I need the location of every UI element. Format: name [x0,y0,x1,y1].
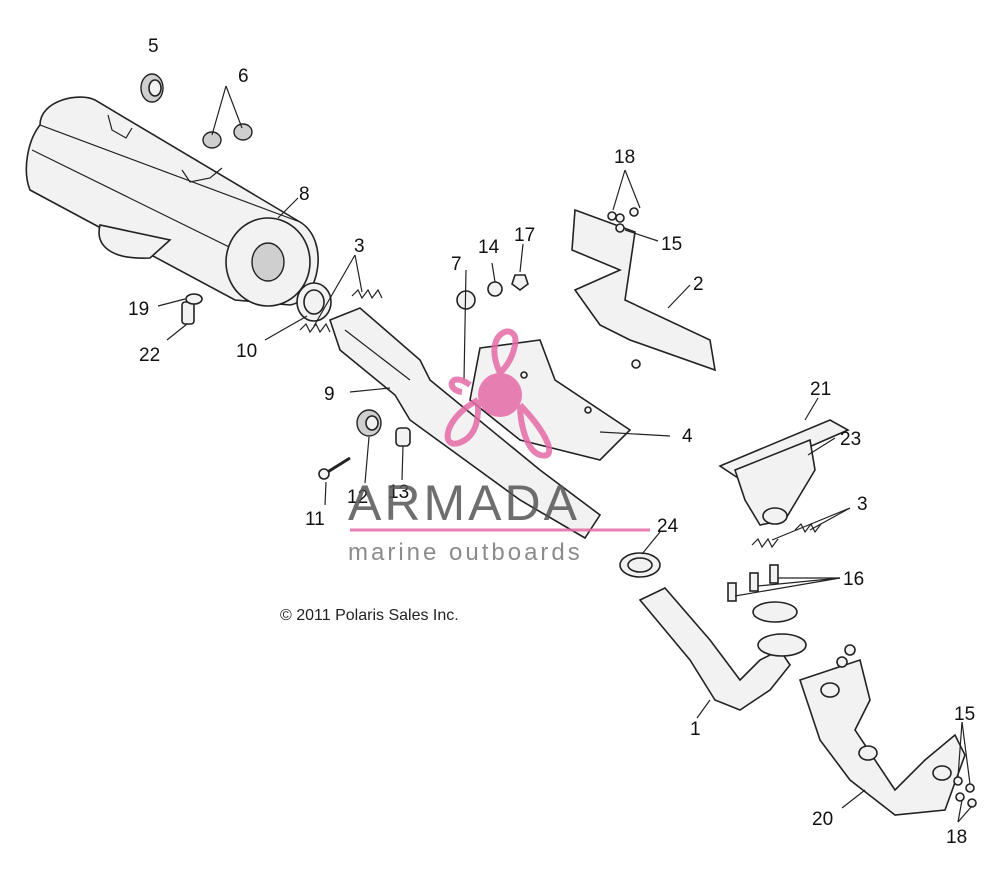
bolt-22 [181,301,195,325]
grommets-6 [202,123,253,149]
washer-19 [185,293,203,305]
callout-10: 10 [236,341,257,362]
callout-17: 17 [514,225,535,246]
callout-13: 13 [388,482,409,503]
bushing-13 [395,427,411,447]
callout-19: 19 [128,299,149,320]
callout-3-upper: 3 [354,236,365,257]
callout-3-lower: 3 [857,494,868,515]
watermark-name: ARMADA [348,475,580,531]
bolt-11 [318,456,351,480]
callout-16: 16 [843,569,864,590]
callout-6: 6 [238,66,249,87]
gasket-10 [296,282,332,322]
callout-23: 23 [840,429,861,450]
manifold-23 [734,438,816,526]
watermark-tagline: marine outboards [348,539,583,566]
callout-22: 22 [139,345,160,366]
nut-17 [511,274,529,291]
leader-lines [157,85,973,823]
nuts-18-lower [953,776,977,808]
springs-3-lower [751,522,822,549]
callout-14: 14 [478,237,500,258]
callout-20: 20 [812,809,833,830]
callout-15-lower: 15 [954,704,975,725]
grommet-12 [356,409,382,437]
callout-11: 11 [305,509,325,530]
washers-near-20 [836,644,856,668]
callout-12: 12 [347,487,368,508]
springs-3-upper [299,288,383,334]
callout-5: 5 [148,36,159,57]
bracket-2 [571,208,717,372]
grommet-5 [140,73,164,103]
propeller-logo-icon [444,328,553,459]
callout-2: 2 [693,274,704,295]
watermark-logo: ARMADA marine outboards [348,328,650,566]
callout-15-upper: 15 [661,234,682,255]
muffler-part [25,96,319,307]
callout-1: 1 [690,719,701,740]
callout-18-lower: 18 [946,827,967,848]
copyright-text: © 2011 Polaris Sales Inc. [280,607,459,624]
callout-8: 8 [299,184,310,205]
callout-9: 9 [324,384,335,405]
callout-21: 21 [810,379,831,400]
nuts-18-upper [607,207,639,233]
gasket-24 [619,552,661,578]
mid-pipe-9 [329,307,602,540]
head-pipe-1 [638,587,807,711]
callout-24: 24 [657,516,679,537]
bolts-16 [727,564,779,602]
washer-14 [487,281,503,297]
callout-4: 4 [682,426,693,447]
callout-7: 7 [451,254,462,275]
heat-shield-20 [798,658,966,816]
callout-numbers: 5 6 8 3 7 14 17 18 15 2 19 22 10 9 4 21 … [128,36,975,848]
callout-18-upper: 18 [614,147,635,168]
